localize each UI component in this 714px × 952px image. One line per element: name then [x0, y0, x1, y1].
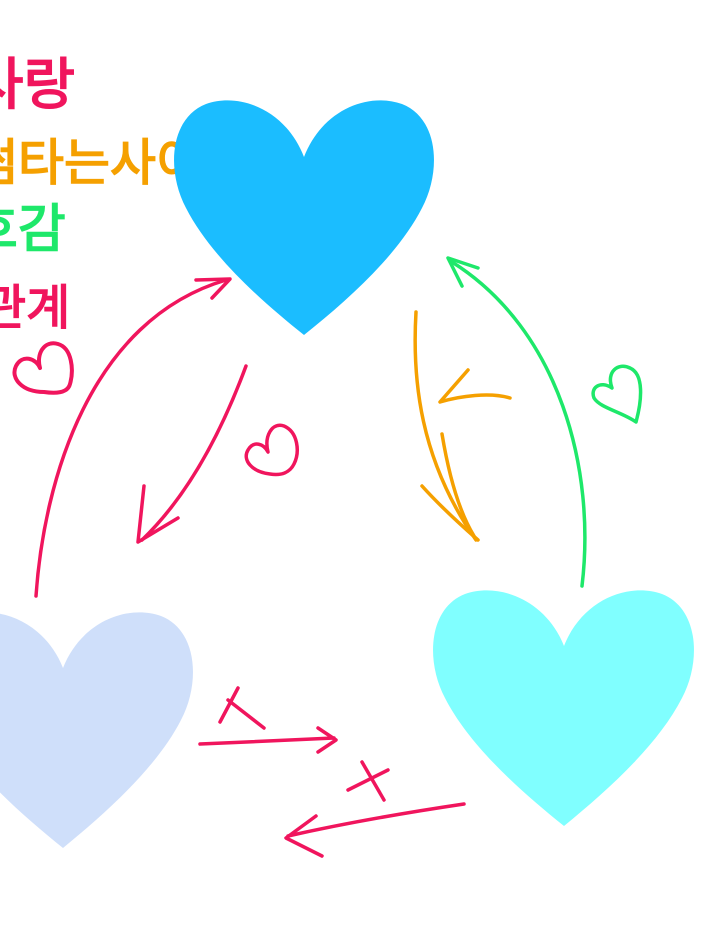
blocked-arrow-right-to-left [286, 802, 466, 838]
love-heart-doodle-icon [244, 423, 299, 477]
love-arrow-left-to-top [34, 278, 228, 598]
right-heart [433, 590, 694, 826]
legend-some-label: 썸타는사이 [0, 134, 202, 192]
love-arrow-top-to-left [140, 364, 248, 542]
some-chevron-icon [438, 368, 512, 404]
some-arrow-top-to-right-head [420, 484, 480, 542]
good-arrow-right-to-top-head [446, 256, 480, 288]
legend-heart-doodle-icon [12, 341, 74, 395]
good-arrow-right-to-top [450, 260, 587, 588]
blocked-x-icon-1 [218, 686, 266, 730]
left-heart [0, 612, 193, 848]
top-heart [174, 100, 434, 335]
blocked-arrow-left-to-right [198, 736, 336, 746]
blocked-arrow-right-to-left-head [284, 814, 324, 858]
good-heart-doodle-icon [591, 364, 643, 424]
blocked-x-icon-2 [346, 760, 390, 802]
some-arrow-top-to-right-line2 [440, 432, 476, 538]
love-arrow-top-to-left-head [136, 484, 180, 544]
legend-love-label: 사랑 [0, 53, 76, 118]
legend-relation-label: 관계 [0, 280, 71, 336]
blocked-arrow-left-to-right-head [316, 726, 338, 754]
some-arrow-top-to-right [413, 310, 478, 542]
legend-good-label: 호감 [0, 200, 66, 260]
love-arrow-left-to-top-head [194, 277, 232, 300]
